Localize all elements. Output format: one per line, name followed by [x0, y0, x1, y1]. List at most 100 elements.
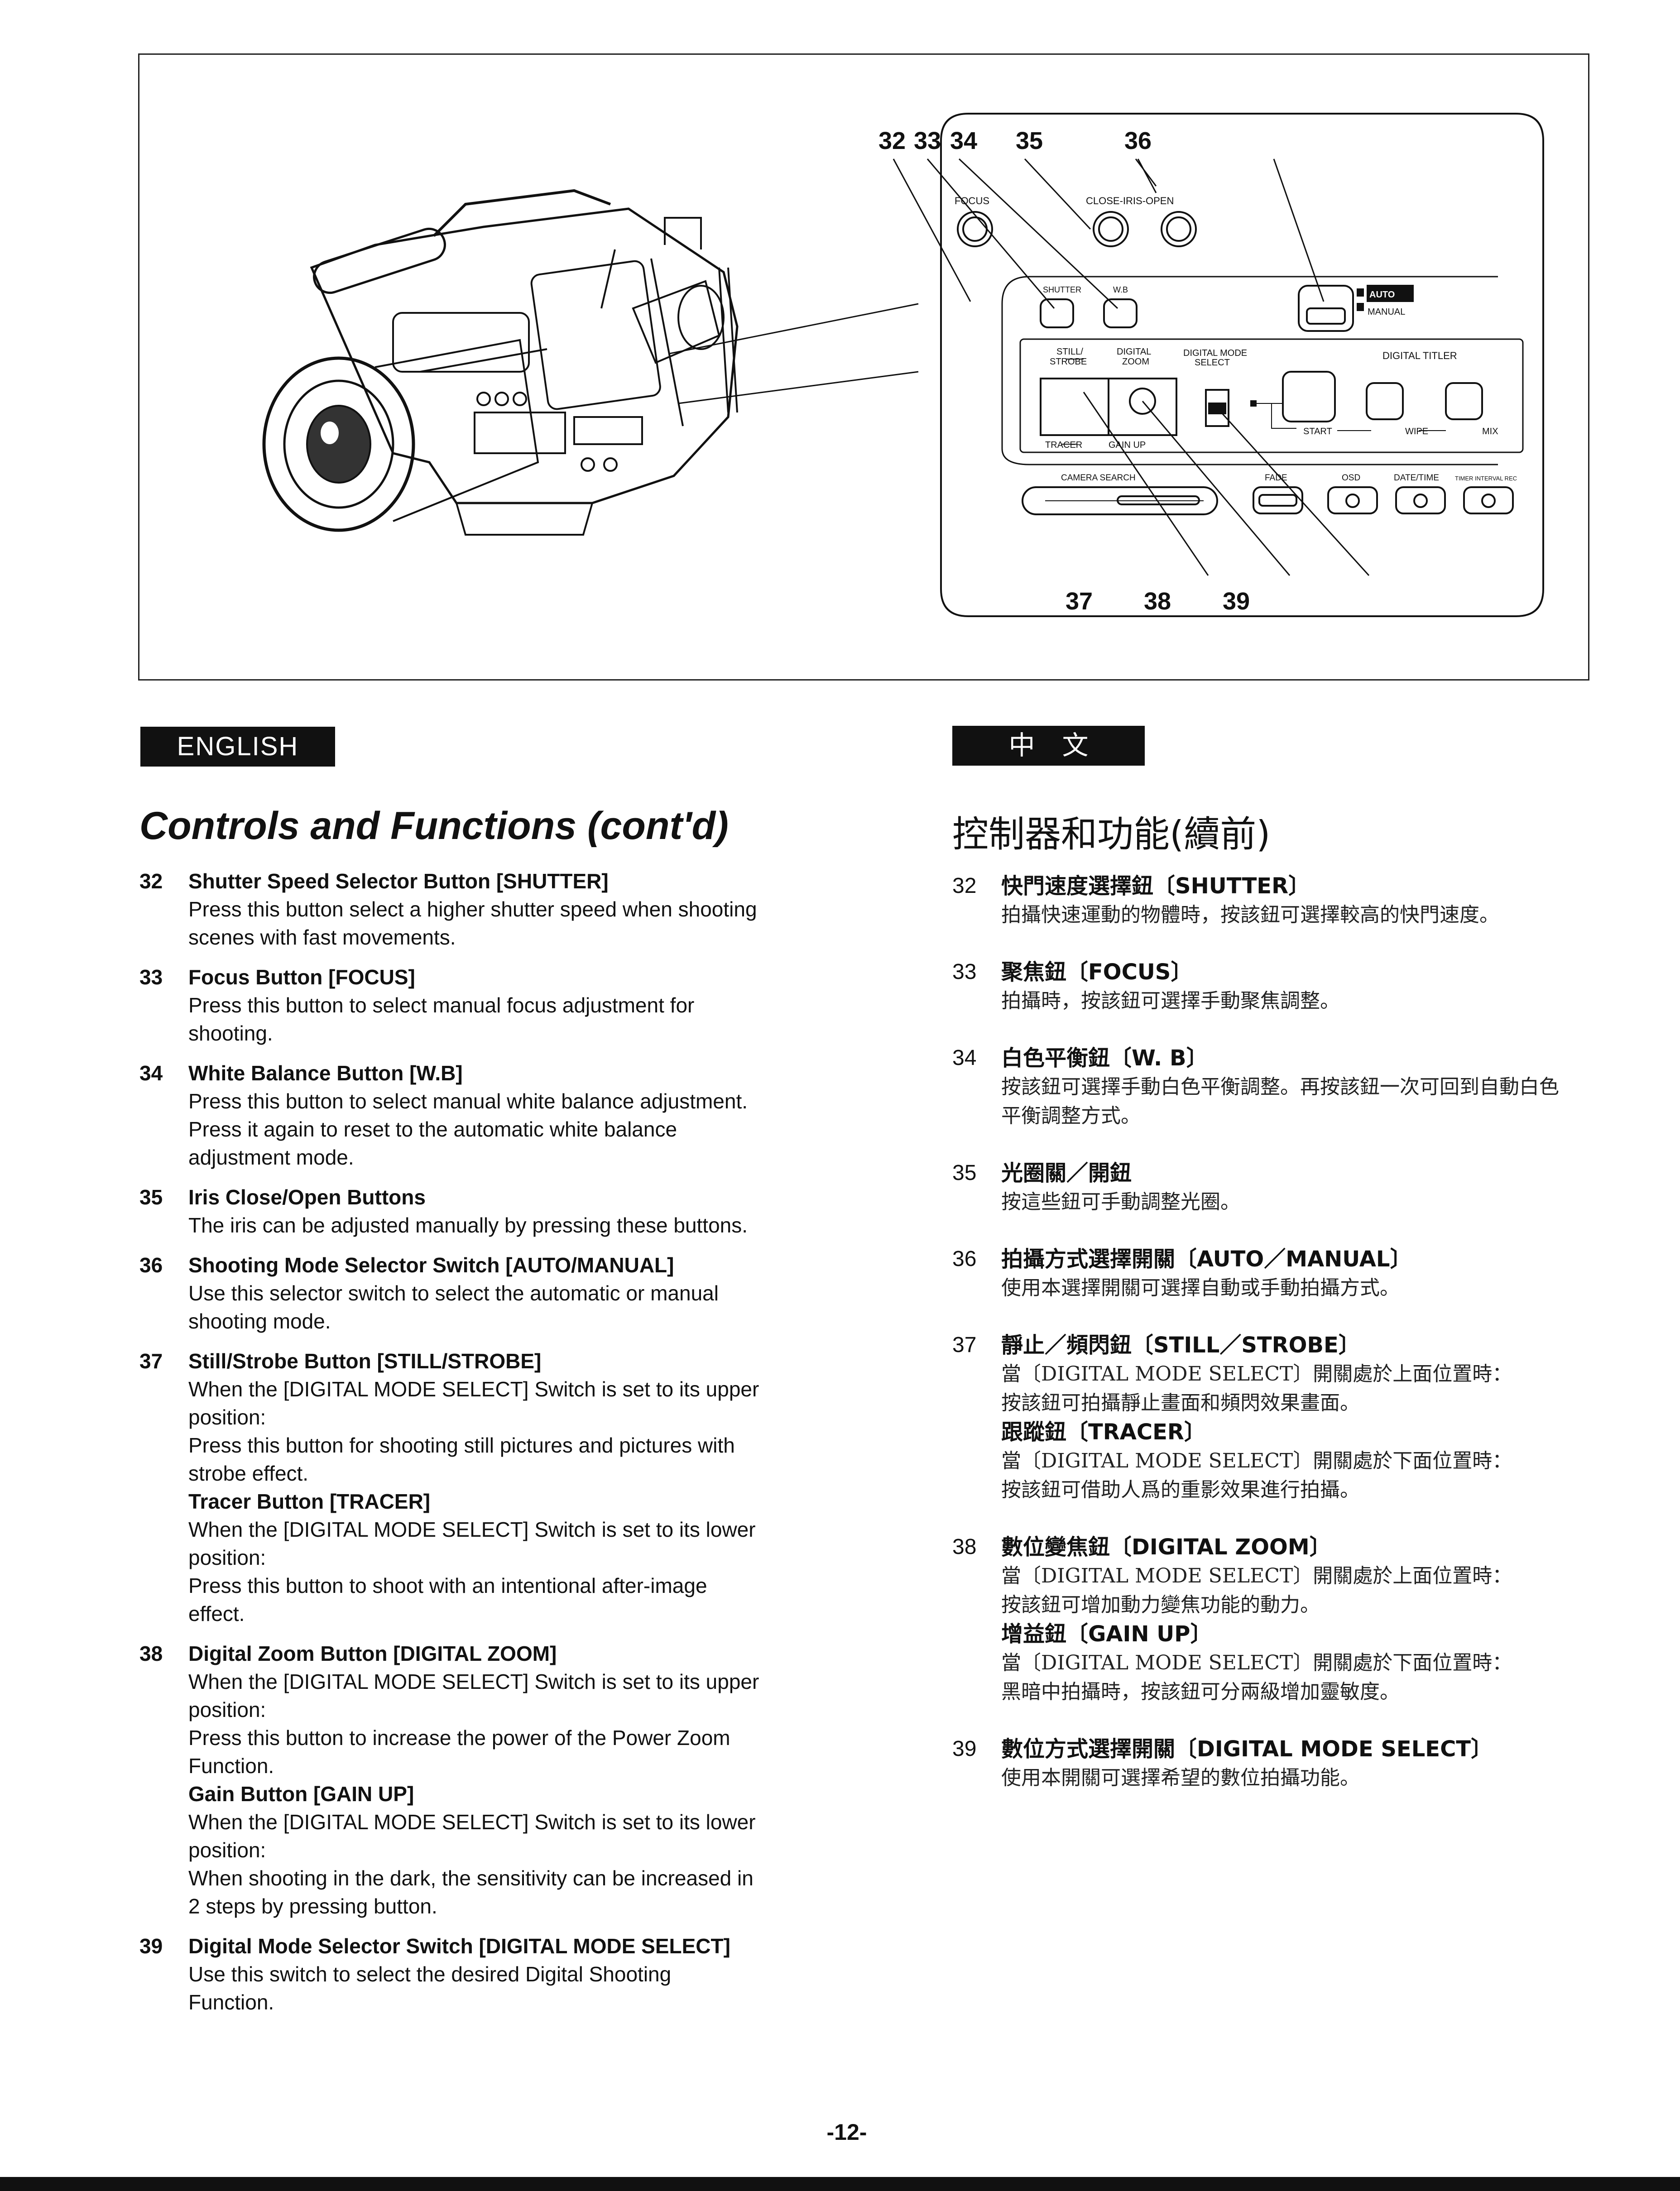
label-tracer: TRACER — [1045, 440, 1082, 450]
item-number: 37 — [952, 1333, 977, 1357]
bottom-border — [0, 2177, 1680, 2191]
item-description: position: — [188, 1698, 266, 1721]
item-description: position: — [188, 1405, 266, 1429]
chinese-badge: 中文 — [952, 726, 1145, 766]
item-description: 按該鈕可拍攝靜止畫面和頻閃效果畫面。 — [1001, 1391, 1360, 1414]
item-title: Shooting Mode Selector Switch [AUTO/MANU… — [188, 1253, 674, 1277]
item-number: 36 — [952, 1247, 977, 1271]
item-description: 拍攝時，按該鈕可選擇手動聚焦調整。 — [1001, 989, 1340, 1012]
item-description: 當〔DIGITAL MODE SELECT〕開關處於下面位置時： — [1001, 1651, 1512, 1674]
item-subtitle: Gain Button [GAIN UP] — [188, 1782, 414, 1806]
item-title: Digital Zoom Button [DIGITAL ZOOM] — [188, 1642, 557, 1665]
item-title: Focus Button [FOCUS] — [188, 965, 415, 989]
item-description: Press this button to increase the power … — [188, 1726, 730, 1750]
item-description: adjustment mode. — [188, 1146, 354, 1169]
item-description: position: — [188, 1838, 266, 1862]
item-description: When the [DIGITAL MODE SELECT] Switch is… — [188, 1670, 759, 1693]
item-number: 33 — [952, 960, 977, 984]
item-description: Press this button select a higher shutte… — [188, 897, 757, 921]
item-title: 快門速度選擇鈕〔SHUTTER〕 — [1001, 873, 1310, 899]
callout-35: 35 — [1016, 127, 1043, 154]
item-description: The iris can be adjusted manually by pre… — [188, 1213, 748, 1237]
item-description: 當〔DIGITAL MODE SELECT〕開關處於上面位置時： — [1001, 1362, 1512, 1386]
chinese-heading: 控制器和功能(續前) — [952, 813, 1271, 855]
item-description: 平衡調整方式。 — [1001, 1104, 1141, 1127]
callout-38: 38 — [1144, 588, 1171, 615]
item-number: 39 — [139, 1934, 163, 1958]
function-item: 37 靜止／頻閃鈕〔STILL／STROBE〕當〔DIGITAL MODE SEL… — [952, 1331, 1609, 1505]
label-wipe: WIPE — [1405, 427, 1428, 436]
label-timer-interval-rec: TIMER INTERVAL REC — [1455, 475, 1517, 482]
label-digital: DIGITAL — [1117, 347, 1151, 357]
item-description: Press this button for shooting still pic… — [188, 1433, 735, 1457]
figure-frame: 32 33 34 35 36 37 38 39 FOCUS CLOSE-IRIS… — [138, 53, 1589, 681]
label-focus: FOCUS — [955, 195, 989, 206]
item-number: 33 — [139, 965, 163, 989]
label-digital-mode: DIGITAL MODE — [1183, 348, 1247, 358]
label-strobe: STROBE — [1050, 357, 1087, 367]
item-number: 34 — [139, 1061, 163, 1085]
item-number: 38 — [952, 1535, 977, 1559]
english-badge: ENGLISH — [140, 727, 335, 767]
label-zoom: ZOOM — [1122, 357, 1149, 367]
item-title: Shutter Speed Selector Button [SHUTTER] — [188, 869, 609, 893]
label-fade: FADE — [1265, 473, 1287, 483]
page-number: -12- — [826, 2119, 867, 2145]
item-description: Use this switch to select the desired Di… — [188, 1962, 672, 1986]
item-subtitle: 增益鈕〔GAIN UP〕 — [1001, 1621, 1212, 1647]
callout-33: 33 — [914, 127, 941, 154]
control-panel-detail — [893, 113, 1544, 617]
item-title: 拍攝方式選擇開關〔AUTO／MANUAL〕 — [1001, 1247, 1412, 1272]
label-auto: AUTO — [1369, 290, 1395, 300]
item-description: Function. — [188, 1754, 274, 1778]
function-item: 36 拍攝方式選擇開關〔AUTO／MANUAL〕使用本選擇開關可選擇自動或手動拍攝… — [952, 1245, 1609, 1303]
item-description: shooting mode. — [188, 1309, 331, 1333]
item-description: 黑暗中拍攝時，按該鈕可分兩級增加靈敏度。 — [1001, 1680, 1400, 1703]
item-description: When shooting in the dark, the sensitivi… — [188, 1866, 754, 1890]
item-number: 39 — [952, 1737, 977, 1761]
item-title: 靜止／頻閃鈕〔STILL／STROBE〕 — [1001, 1333, 1360, 1358]
item-title: Digital Mode Selector Switch [DIGITAL MO… — [188, 1934, 730, 1958]
callout-32: 32 — [878, 127, 906, 154]
label-close-iris-open: CLOSE-IRIS-OPEN — [1086, 195, 1174, 206]
item-description: Press this button to select manual focus… — [188, 993, 695, 1017]
english-heading: Controls and Functions (cont'd) — [139, 804, 729, 848]
item-description: 拍攝快速運動的物體時，按該鈕可選擇較高的快門速度。 — [1001, 903, 1499, 926]
function-item: 36 Shooting Mode Selector Switch [AUTO/MA… — [139, 1251, 796, 1335]
item-description: 按該鈕可增加動力變焦功能的動力。 — [1001, 1593, 1320, 1616]
label-still: STILL/ — [1056, 347, 1083, 357]
item-description: Use this selector switch to select the a… — [188, 1281, 719, 1305]
item-title: 數位方式選擇開關〔DIGITAL MODE SELECT〕 — [1001, 1736, 1493, 1762]
label-wb: W.B — [1113, 285, 1128, 294]
label-mix: MIX — [1482, 427, 1498, 436]
item-description: 使用本選擇開關可選擇自動或手動拍攝方式。 — [1001, 1276, 1400, 1299]
callout-39: 39 — [1223, 588, 1250, 615]
item-description: Press it again to reset to the automatic… — [188, 1117, 677, 1141]
function-item: 39 Digital Mode Selector Switch [DIGITAL … — [139, 1932, 796, 2016]
item-title: 數位變焦鈕〔DIGITAL ZOOM〕 — [1001, 1534, 1331, 1560]
item-description: shooting. — [188, 1021, 273, 1045]
label-date-time: DATE/TIME — [1394, 473, 1439, 483]
item-title: 白色平衡鈕〔W. B〕 — [1001, 1045, 1208, 1071]
item-description: When the [DIGITAL MODE SELECT] Switch is… — [188, 1810, 756, 1834]
callout-37: 37 — [1066, 588, 1093, 615]
item-description: When the [DIGITAL MODE SELECT] Switch is… — [188, 1518, 756, 1541]
label-gain-up: GAIN UP — [1109, 440, 1146, 450]
callout-36: 36 — [1124, 127, 1152, 154]
label-shutter: SHUTTER — [1043, 285, 1081, 294]
item-number: 34 — [952, 1046, 977, 1070]
label-select: SELECT — [1195, 358, 1230, 368]
item-number: 35 — [139, 1185, 163, 1209]
callout-34: 34 — [950, 127, 977, 154]
item-number: 36 — [139, 1253, 163, 1277]
item-title: 光圈關／開鈕 — [1001, 1160, 1132, 1186]
item-description: 按這些鈕可手動調整光圈。 — [1001, 1190, 1240, 1213]
item-description: 2 steps by pressing button. — [188, 1894, 437, 1918]
